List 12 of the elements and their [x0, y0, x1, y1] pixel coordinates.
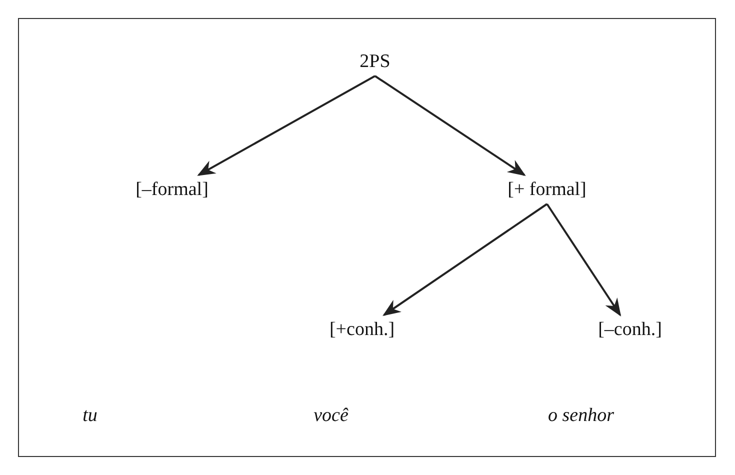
pronoun-label: você: [312, 404, 350, 428]
arrow: [382, 203, 548, 316]
pronoun-label: o senhor: [547, 404, 615, 428]
feature-label: [–conh.]: [595, 317, 665, 343]
feature-label: [–formal]: [132, 177, 212, 203]
arrow: [546, 203, 622, 316]
feature-label: 2PS: [356, 49, 394, 75]
arrow: [197, 75, 376, 176]
feature-label: [+ formal]: [504, 177, 590, 203]
feature-label: [+conh.]: [326, 317, 398, 343]
arrow: [374, 75, 526, 176]
pronoun-label: tu: [82, 404, 98, 428]
